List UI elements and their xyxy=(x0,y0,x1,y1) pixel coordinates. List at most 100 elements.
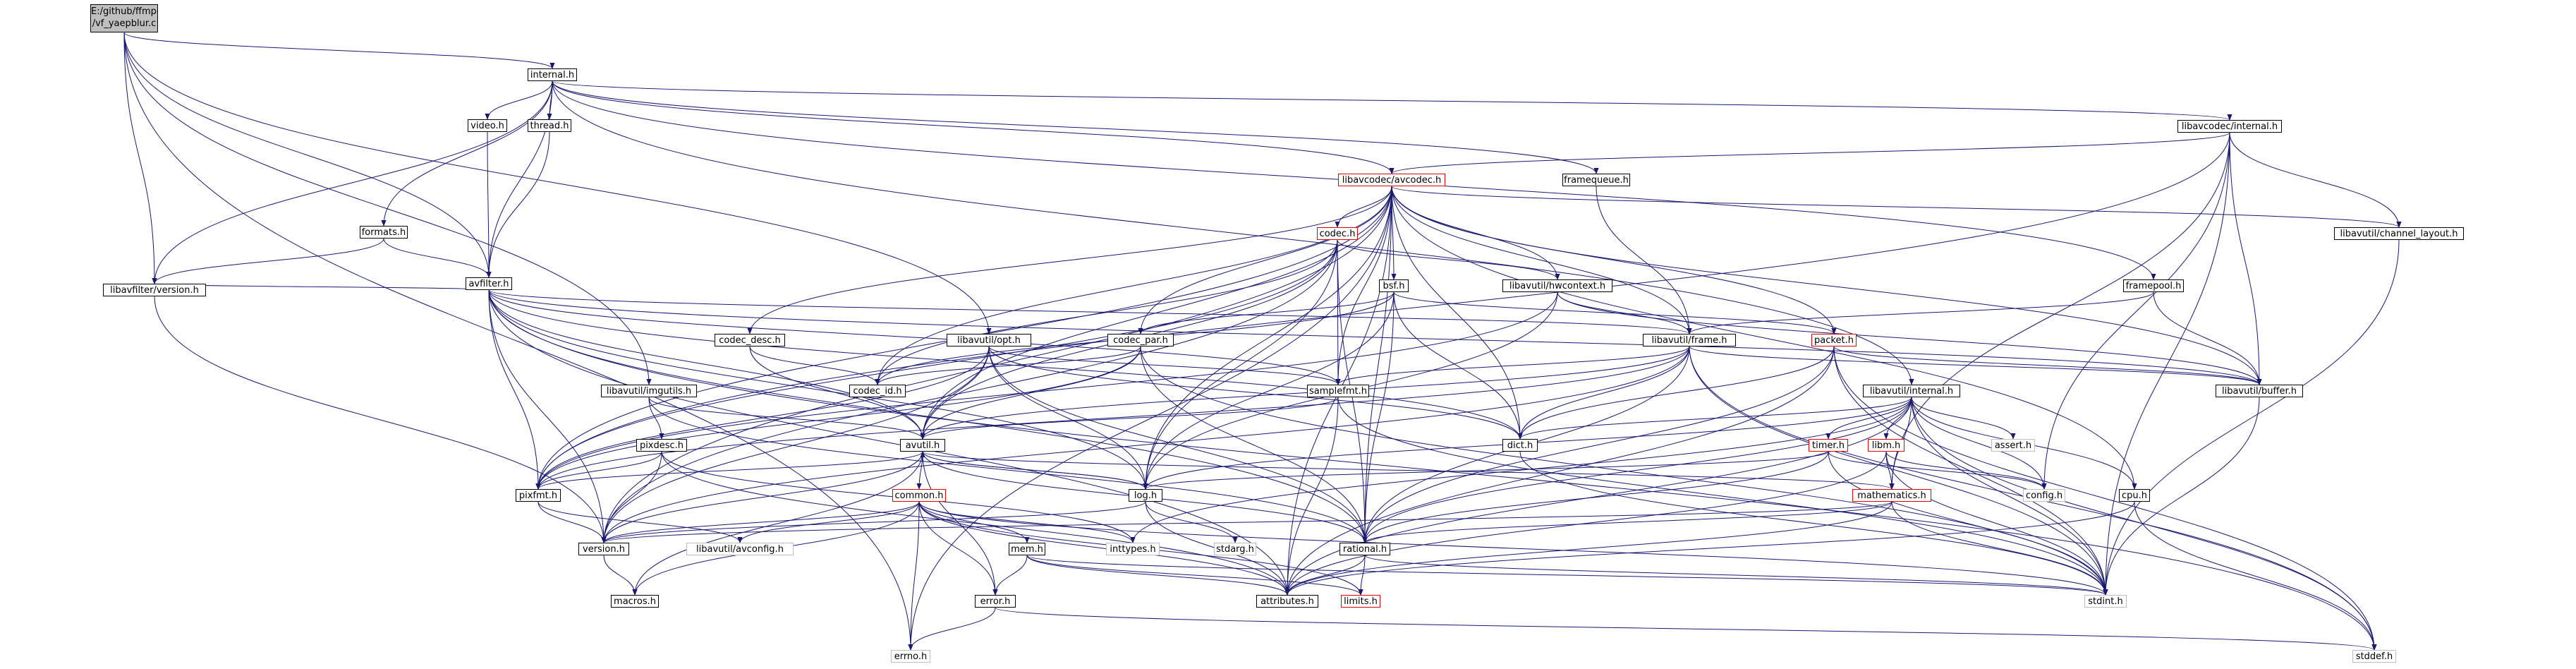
edge-internal_h-to-framequeue_h xyxy=(552,80,1599,174)
edge-avcodec_h-to-log_h xyxy=(1143,186,1392,490)
edge-internal_h-to-lavfi_version_h xyxy=(152,80,553,284)
node-framepool-h[interactable]: framepool.h xyxy=(2123,279,2184,292)
node-stdint-h: stdint.h xyxy=(2084,595,2127,608)
edge-error_h-to-stddef_h xyxy=(995,607,2377,651)
node-pixdesc-h[interactable]: pixdesc.h xyxy=(636,439,687,452)
node-codec-desc-h[interactable]: codec_desc.h xyxy=(715,334,785,346)
edge-avcodec_h-to-errno_h xyxy=(908,186,1392,651)
node-libavutil-buffer-h[interactable]: libavutil/buffer.h xyxy=(2216,385,2303,397)
edge-mem_h-to-stdint_h xyxy=(1026,555,2108,596)
node-formats-h[interactable]: formats.h xyxy=(360,226,408,239)
edge-internal_h-to-avfilter_h xyxy=(486,80,553,278)
edge-avutil_h-to-macros_h xyxy=(632,451,923,596)
edge-avcodec_h-to-hwcontext_h xyxy=(1391,186,1560,280)
node-bsf-h[interactable]: bsf.h xyxy=(1379,279,1409,292)
edge-lavc_internal_h-to-pixfmt_h xyxy=(535,132,2230,490)
root-file-path-line2: /vf_yaepblur.c xyxy=(92,18,157,29)
edge-lavc_internal_h-to-channel_layout_h xyxy=(2229,132,2402,228)
edge-log_h-to-avutil_h xyxy=(920,451,1146,490)
edge-lavu_internal_h-to-stdint_h xyxy=(1911,397,2108,596)
node-libavutil-hwcontext-h[interactable]: libavutil/hwcontext.h xyxy=(1502,279,1612,292)
edge-lavu_internal_h-to-assert_h xyxy=(1911,397,2016,440)
node-libavutil-avconfig-h: libavutil/avconfig.h xyxy=(686,543,794,555)
edge-root-to-opt_h xyxy=(123,32,992,334)
edge-internal_h-to-avcodec_h xyxy=(552,80,1395,174)
edge-hwcontext_h-to-frame_h xyxy=(1557,291,1692,334)
edge-avcodec_h-to-codec_par_h xyxy=(1138,186,1392,334)
edge-dict_h-to-stdint_h xyxy=(1519,451,2108,596)
edge-log_h-to-version_h xyxy=(601,501,1146,543)
root-file-node: E:/github/ffmpeg/libavfilter /vf_yaepblu… xyxy=(90,4,158,32)
edge-avcodec_h-to-codec_desc_h xyxy=(747,186,1392,334)
edge-pixfmt_h-to-avconfig_h xyxy=(537,501,743,543)
node-video-h[interactable]: video.h xyxy=(468,119,507,132)
node-macros-h[interactable]: macros.h xyxy=(611,595,659,608)
edge-root-to-lavfi_version_h xyxy=(123,32,157,284)
node-stddef-h: stddef.h xyxy=(2352,650,2396,663)
edge-opt_h-to-version_h xyxy=(601,346,990,543)
edge-timer_h-to-rational_h xyxy=(1362,451,1829,543)
edge-bsf_h-to-log_h xyxy=(1143,291,1395,490)
node-libavutil-opt-h[interactable]: libavutil/opt.h xyxy=(947,334,1031,346)
edge-bsf_h-to-rational_h xyxy=(1362,291,1395,543)
edge-avutil_h-to-mathematics_h xyxy=(922,451,1895,490)
edge-avcodec_h-to-dict_h xyxy=(1391,186,1523,440)
edge-libm_h-to-stdint_h xyxy=(1885,451,2108,596)
node-version-h[interactable]: version.h xyxy=(578,543,629,555)
node-config-h: config.h xyxy=(2023,489,2065,502)
edge-avfilter_h-to-stddef_h xyxy=(488,289,2377,651)
node-attributes-h[interactable]: attributes.h xyxy=(1256,595,1318,608)
edge-codec_par_h-to-avutil_h xyxy=(920,346,1141,440)
node-libavutil-channel-layout-h[interactable]: libavutil/channel_layout.h xyxy=(2334,227,2464,240)
node-avfilter-h[interactable]: avfilter.h xyxy=(466,277,512,290)
edge-hwcontext_h-to-buffer_h xyxy=(1557,291,2262,385)
node-libavutil-imgutils-h[interactable]: libavutil/imgutils.h xyxy=(601,385,697,397)
node-libavcodec-avcodec-h[interactable]: libavcodec/avcodec.h xyxy=(1338,174,1445,186)
edge-formats_h-to-avfilter_h xyxy=(383,238,492,278)
edge-internal_h-to-lavu_internal_h xyxy=(552,80,1914,385)
node-dict-h[interactable]: dict.h xyxy=(1502,439,1538,452)
node-thread-h[interactable]: thread.h xyxy=(528,119,571,132)
node-limits-h[interactable]: limits.h xyxy=(1341,595,1380,608)
edge-libm_h-to-mathematics_h xyxy=(1885,451,1895,490)
node-libavcodec-internal-h[interactable]: libavcodec/internal.h xyxy=(2177,120,2282,133)
edge-avcodec_h-to-buffer_h xyxy=(1391,186,2262,385)
node-mathematics-h[interactable]: mathematics.h xyxy=(1852,489,1931,502)
node-cpu-h[interactable]: cpu.h xyxy=(2119,489,2150,502)
node-internal-h[interactable]: internal.h xyxy=(528,68,577,81)
edge-mathematics_h-to-version_h xyxy=(601,501,1892,543)
node-rational-h[interactable]: rational.h xyxy=(1339,543,1390,555)
node-pixfmt-h[interactable]: pixfmt.h xyxy=(516,489,561,502)
node-libavfilter-version-h[interactable]: libavfilter/version.h xyxy=(103,284,206,296)
edge-mem_h-to-error_h xyxy=(992,555,1028,596)
edge-codec_par_h-to-codec_id_h xyxy=(875,346,1141,385)
node-packet-h[interactable]: packet.h xyxy=(1811,334,1857,346)
node-framequeue-h[interactable]: framequeue.h xyxy=(1562,174,1630,186)
edge-packet_h-to-dict_h xyxy=(1517,346,1835,440)
edge-framepool_h-to-buffer_h xyxy=(2153,291,2262,385)
node-avutil-h[interactable]: avutil.h xyxy=(900,439,945,452)
edge-root-to-avfilter_h xyxy=(123,32,492,278)
edge-pixfmt_h-to-version_h xyxy=(537,501,607,543)
edge-timer_h-to-log_h xyxy=(1143,451,1829,490)
node-codec-h[interactable]: codec.h xyxy=(1317,227,1358,240)
edge-mathematics_h-to-attributes_h xyxy=(1284,501,1892,596)
node-libavutil-internal-h[interactable]: libavutil/internal.h xyxy=(1863,385,1960,397)
edge-lavu_internal_h-to-inttypes_h xyxy=(1130,397,1912,543)
edge-internal_h-to-formats_h xyxy=(381,80,553,227)
node-timer-h[interactable]: timer.h xyxy=(1809,439,1848,452)
node-libavutil-frame-h[interactable]: libavutil/frame.h xyxy=(1643,334,1736,346)
edge-common_h-to-errno_h xyxy=(908,501,920,651)
node-codec-id-h[interactable]: codec_id.h xyxy=(849,385,906,397)
edge-avfilter_h-to-frame_h xyxy=(488,289,1692,334)
node-mem-h[interactable]: mem.h xyxy=(1009,543,1045,555)
node-common-h[interactable]: common.h xyxy=(892,489,946,502)
node-samplefmt-h[interactable]: samplefmt.h xyxy=(1307,385,1369,397)
node-libm-h[interactable]: libm.h xyxy=(1868,439,1904,452)
node-inttypes-h: inttypes.h xyxy=(1106,543,1160,555)
edge-mem_h-to-limits_h xyxy=(1026,555,1363,596)
node-codec-par-h[interactable]: codec_par.h xyxy=(1107,334,1174,346)
node-error-h[interactable]: error.h xyxy=(975,595,1016,608)
edge-frame_h-to-avutil_h xyxy=(920,346,1690,440)
node-log-h[interactable]: log.h xyxy=(1129,489,1162,502)
